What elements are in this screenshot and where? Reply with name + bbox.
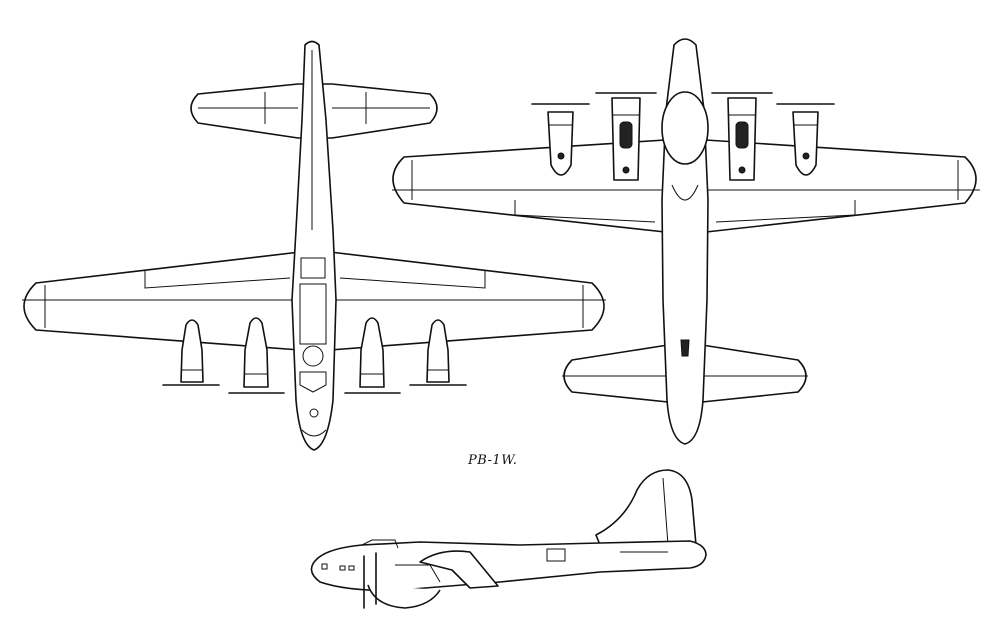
engine-nacelle (531, 103, 590, 176)
engine-nacelle (162, 319, 220, 386)
engine-nacelle (711, 92, 773, 181)
top-view (22, 40, 606, 451)
bottom-view (392, 38, 980, 445)
radome (661, 91, 709, 165)
drawing-caption: PB-1W. (468, 453, 518, 468)
engine-nacelle (228, 317, 285, 394)
fuselage (291, 40, 337, 451)
fuselage (310, 540, 707, 592)
engine-nacelle (776, 103, 835, 176)
radome (367, 584, 441, 609)
engine-nacelle (344, 317, 401, 394)
vertical-fin (595, 469, 697, 546)
engine-nacelle (595, 92, 657, 181)
engine-nacelle (409, 319, 467, 386)
side-view (310, 469, 707, 609)
